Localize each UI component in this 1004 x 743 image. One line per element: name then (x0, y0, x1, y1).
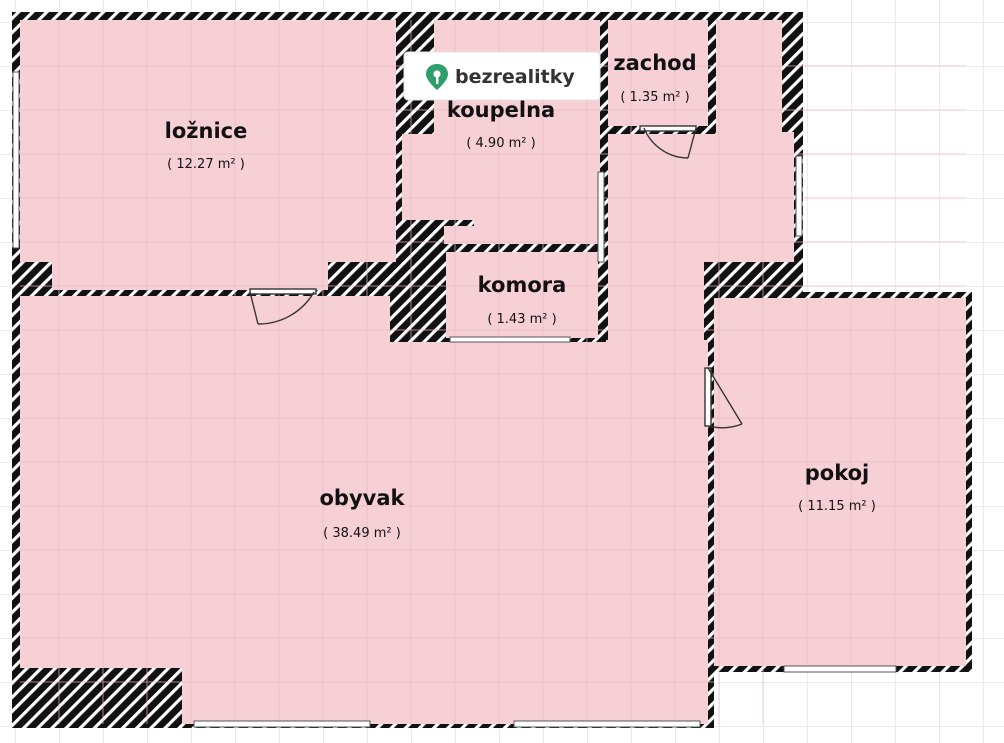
room-labels: ložnice ( 12.27 m² ) koupelna ( 4.90 m² … (165, 51, 876, 541)
door-zachod (639, 125, 697, 159)
room-floor-zachod (608, 20, 708, 126)
room-floor-pokoj (714, 298, 966, 666)
door-loznice (249, 288, 317, 325)
window-komora-bottom (449, 336, 571, 343)
brand-logo: bezrealitky (403, 51, 601, 101)
room-name-koupelna: koupelna (447, 98, 555, 122)
room-area-obyvak: ( 38.49 m² ) (323, 526, 401, 541)
room-floor-obyvak (20, 296, 708, 724)
room-name-loznice: ložnice (165, 119, 248, 143)
window-pokoj-bottom (783, 665, 897, 673)
location-pin-icon (426, 64, 448, 90)
room-area-pokoj: ( 11.15 m² ) (798, 499, 876, 514)
room-area-loznice: ( 12.27 m² ) (167, 157, 245, 172)
window-hall-right (795, 155, 803, 237)
room-name-obyvak: obyvak (320, 486, 406, 510)
door-pokoj (704, 367, 743, 429)
room-name-komora: komora (478, 273, 567, 297)
room-area-komora: ( 1.43 m² ) (487, 312, 556, 327)
room-floor-hallway (608, 20, 794, 340)
doors (249, 125, 743, 429)
room-area-koupelna: ( 4.90 m² ) (466, 136, 535, 151)
room-name-pokoj: pokoj (805, 461, 870, 485)
windows (12, 71, 897, 728)
window-obyvak-bottom-right (513, 720, 701, 728)
room-floor-loznice (20, 20, 396, 290)
room-name-zachod: zachod (613, 51, 696, 75)
brand-logo-background (403, 51, 601, 101)
room-floors (20, 20, 966, 724)
room-area-zachod: ( 1.35 m² ) (620, 90, 689, 105)
floor-grid (20, 20, 966, 724)
window-obyvak-bottom-left (193, 720, 371, 728)
brand-name: bezrealitky (455, 66, 575, 88)
window-koupelna-right (597, 171, 605, 263)
room-floor-komora (446, 252, 598, 338)
window-loznice-left (12, 71, 20, 249)
